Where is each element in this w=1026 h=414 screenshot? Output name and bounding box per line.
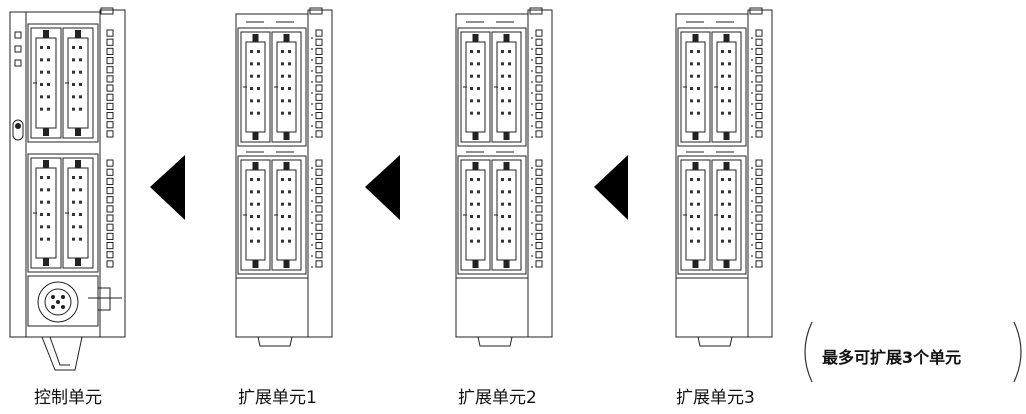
module-control (10, 8, 125, 370)
module-ext2 (456, 8, 552, 346)
unit-label-ext1: 扩展单元1 (238, 383, 317, 408)
arrow-left-icon (365, 155, 400, 220)
arrow-left-icon (594, 155, 628, 220)
module-ext3 (676, 8, 772, 346)
unit-label-ext3: 扩展单元3 (676, 383, 755, 408)
module-ext1 (236, 8, 332, 346)
unit-label-control: 控制单元 (34, 383, 102, 408)
arrow-left-icon (150, 155, 185, 220)
unit-label-ext2: 扩展单元2 (458, 383, 537, 408)
note-text: 最多可扩展3个单元 (822, 344, 961, 368)
